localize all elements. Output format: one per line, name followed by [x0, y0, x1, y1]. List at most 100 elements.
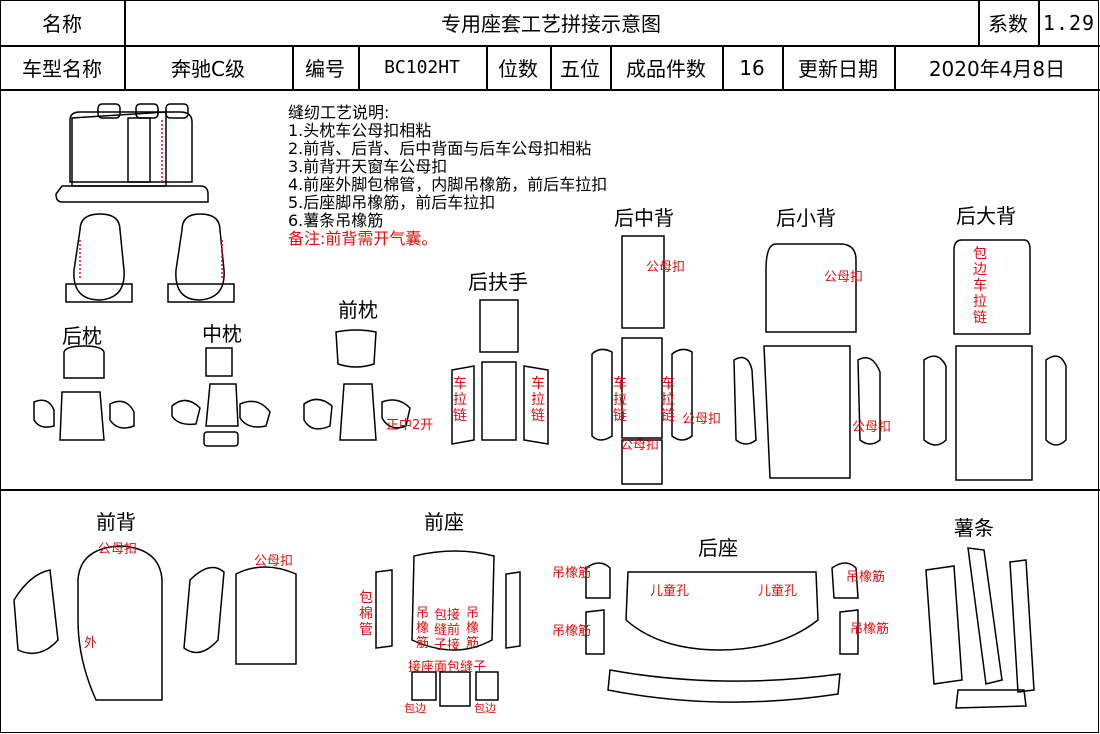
code-label: 编号: [305, 57, 345, 81]
seats-label: 位数: [498, 57, 538, 81]
header-col-3: [1038, 0, 1040, 46]
title-front-seat: 前座: [424, 510, 464, 534]
rear-mid-back-main: [621, 337, 663, 439]
rear-small-back-top: [765, 243, 857, 333]
overview-front-seat-base: [65, 283, 133, 303]
notes-remark: 备注:前背需开气囊。: [288, 229, 438, 248]
annot-seat-bottom: 接座面包缝子: [408, 660, 487, 675]
rear-big-back-side: [923, 355, 947, 446]
header-col-11: [894, 45, 896, 90]
overview-front-seat: [73, 213, 125, 301]
rear-small-back-main: [763, 345, 851, 479]
front-back-main: [77, 545, 163, 701]
title-front-back: 前背: [96, 510, 136, 534]
sewing-notes: 缝纫工艺说明: 1.头枕车公母扣相粘 2.前背、后背、后中背面与后车公母扣相粘 …: [288, 104, 607, 248]
annot-snap: 公母扣: [98, 542, 138, 557]
front-headrest-side: [381, 399, 411, 429]
annot-cotton-tube: 包棉管: [359, 590, 373, 638]
rear-seat-side: [831, 562, 859, 599]
annot-snap: 公母扣: [852, 420, 892, 435]
annot-snap: 公母扣: [646, 260, 686, 275]
header-col-2: [978, 0, 980, 46]
header-col-5: [358, 45, 360, 90]
annot-edge-zip: 包边车拉链: [973, 246, 987, 326]
notes-heading: 缝纫工艺说明:: [288, 103, 390, 122]
rear-mid-back-lower: [621, 439, 663, 485]
seats-value: 五位: [560, 57, 600, 81]
front-seat-side: [375, 569, 393, 649]
header-col-9: [722, 45, 724, 90]
annot-hang-band: 吊橡筋: [850, 622, 890, 637]
rear-big-back-main: [955, 345, 1033, 481]
rear-big-back-side: [1045, 355, 1067, 446]
coefficient-label: 系数: [988, 12, 1028, 36]
mid-headrest-side: [171, 399, 201, 426]
annot-hang-band: 吊橡筋: [466, 606, 480, 651]
rear-armrest-top: [479, 299, 519, 353]
date-value: 2020年4月8日: [928, 57, 1066, 81]
annot-open-center: 正中2开: [386, 418, 434, 433]
title-rear-small-back: 后小背: [776, 206, 836, 230]
title-fries-strip: 薯条: [954, 516, 994, 540]
annot-hang-band: 吊橡筋: [846, 570, 886, 585]
note-item: 2.前背、后背、后中背面与后车公母扣相粘: [288, 139, 592, 158]
rear-headrest-main: [59, 391, 105, 441]
rear-mid-back-side: [671, 348, 693, 441]
annot-child-hole: 儿童孔: [650, 584, 690, 599]
title-mid-headrest: 中枕: [202, 322, 242, 346]
rear-seat-side: [585, 562, 611, 599]
overview-rear-headrest: [135, 103, 159, 119]
header-col-7: [550, 45, 552, 90]
header-col-4: [292, 45, 294, 90]
front-headrest-side: [303, 398, 333, 430]
model-label: 车型名称: [22, 57, 102, 81]
annot-seat-b: 包接缝前子接: [434, 608, 461, 653]
annot-snap: 公母扣: [620, 438, 660, 453]
rear-headrest-side: [33, 399, 55, 428]
annot-child-hole: 儿童孔: [758, 584, 798, 599]
rear-mid-back-side: [591, 348, 613, 441]
header-col-8: [610, 45, 612, 90]
model-value: 奔驰C级: [171, 57, 245, 81]
front-seat-bottom: [475, 671, 499, 701]
overview-front-seat-base: [167, 283, 235, 303]
annot-zipper: 车拉链: [661, 376, 675, 424]
front-seat-bottom: [411, 671, 437, 701]
front-seat-side: [505, 571, 521, 649]
front-headrest-top: [335, 329, 377, 368]
annot-snap: 公母扣: [824, 270, 864, 285]
mid-headrest-main: [205, 383, 239, 427]
rear-headrest-top: [63, 345, 105, 379]
annot-outer: 外: [84, 636, 98, 651]
fries-strip: [967, 547, 1003, 685]
annot-zipper: 车拉链: [453, 376, 467, 424]
coefficient-value: 1.29: [1042, 10, 1096, 35]
fries-strip: [1009, 559, 1035, 693]
annot-zipper: 车拉链: [531, 376, 545, 424]
note-item: 6.薯条吊橡筋: [288, 211, 384, 230]
annot-hang-band: 吊橡筋: [552, 624, 592, 639]
rear-big-back-top: [953, 239, 1031, 335]
title-rear-armrest: 后扶手: [468, 270, 528, 294]
rear-seat-side: [585, 609, 605, 655]
annot-seat-a: 吊橡筋: [416, 606, 430, 651]
overview-rear-headrest: [165, 103, 189, 119]
rear-armrest-main: [481, 361, 517, 441]
note-item: 3.前背开天窗车公母扣: [288, 157, 448, 176]
overview-rear-back: [69, 111, 193, 183]
rear-seat-main: [625, 571, 819, 651]
front-seat-bottom: [439, 671, 471, 707]
fries-strip: [925, 565, 963, 685]
annot-wrap-edge: 包边: [474, 702, 496, 715]
title-front-headrest: 前枕: [338, 298, 378, 322]
front-headrest-main: [339, 383, 377, 441]
title-rear-headrest: 后枕: [62, 324, 102, 348]
title-rear-big-back: 后大背: [956, 204, 1016, 228]
rear-seat-strip: [607, 669, 841, 703]
annot-hang-band: 吊橡筋: [552, 566, 592, 581]
code-value: BC102HT: [384, 57, 460, 78]
annot-zipper: 车拉链: [613, 376, 627, 424]
rear-seat-side: [839, 609, 859, 655]
date-label: 更新日期: [798, 57, 878, 81]
